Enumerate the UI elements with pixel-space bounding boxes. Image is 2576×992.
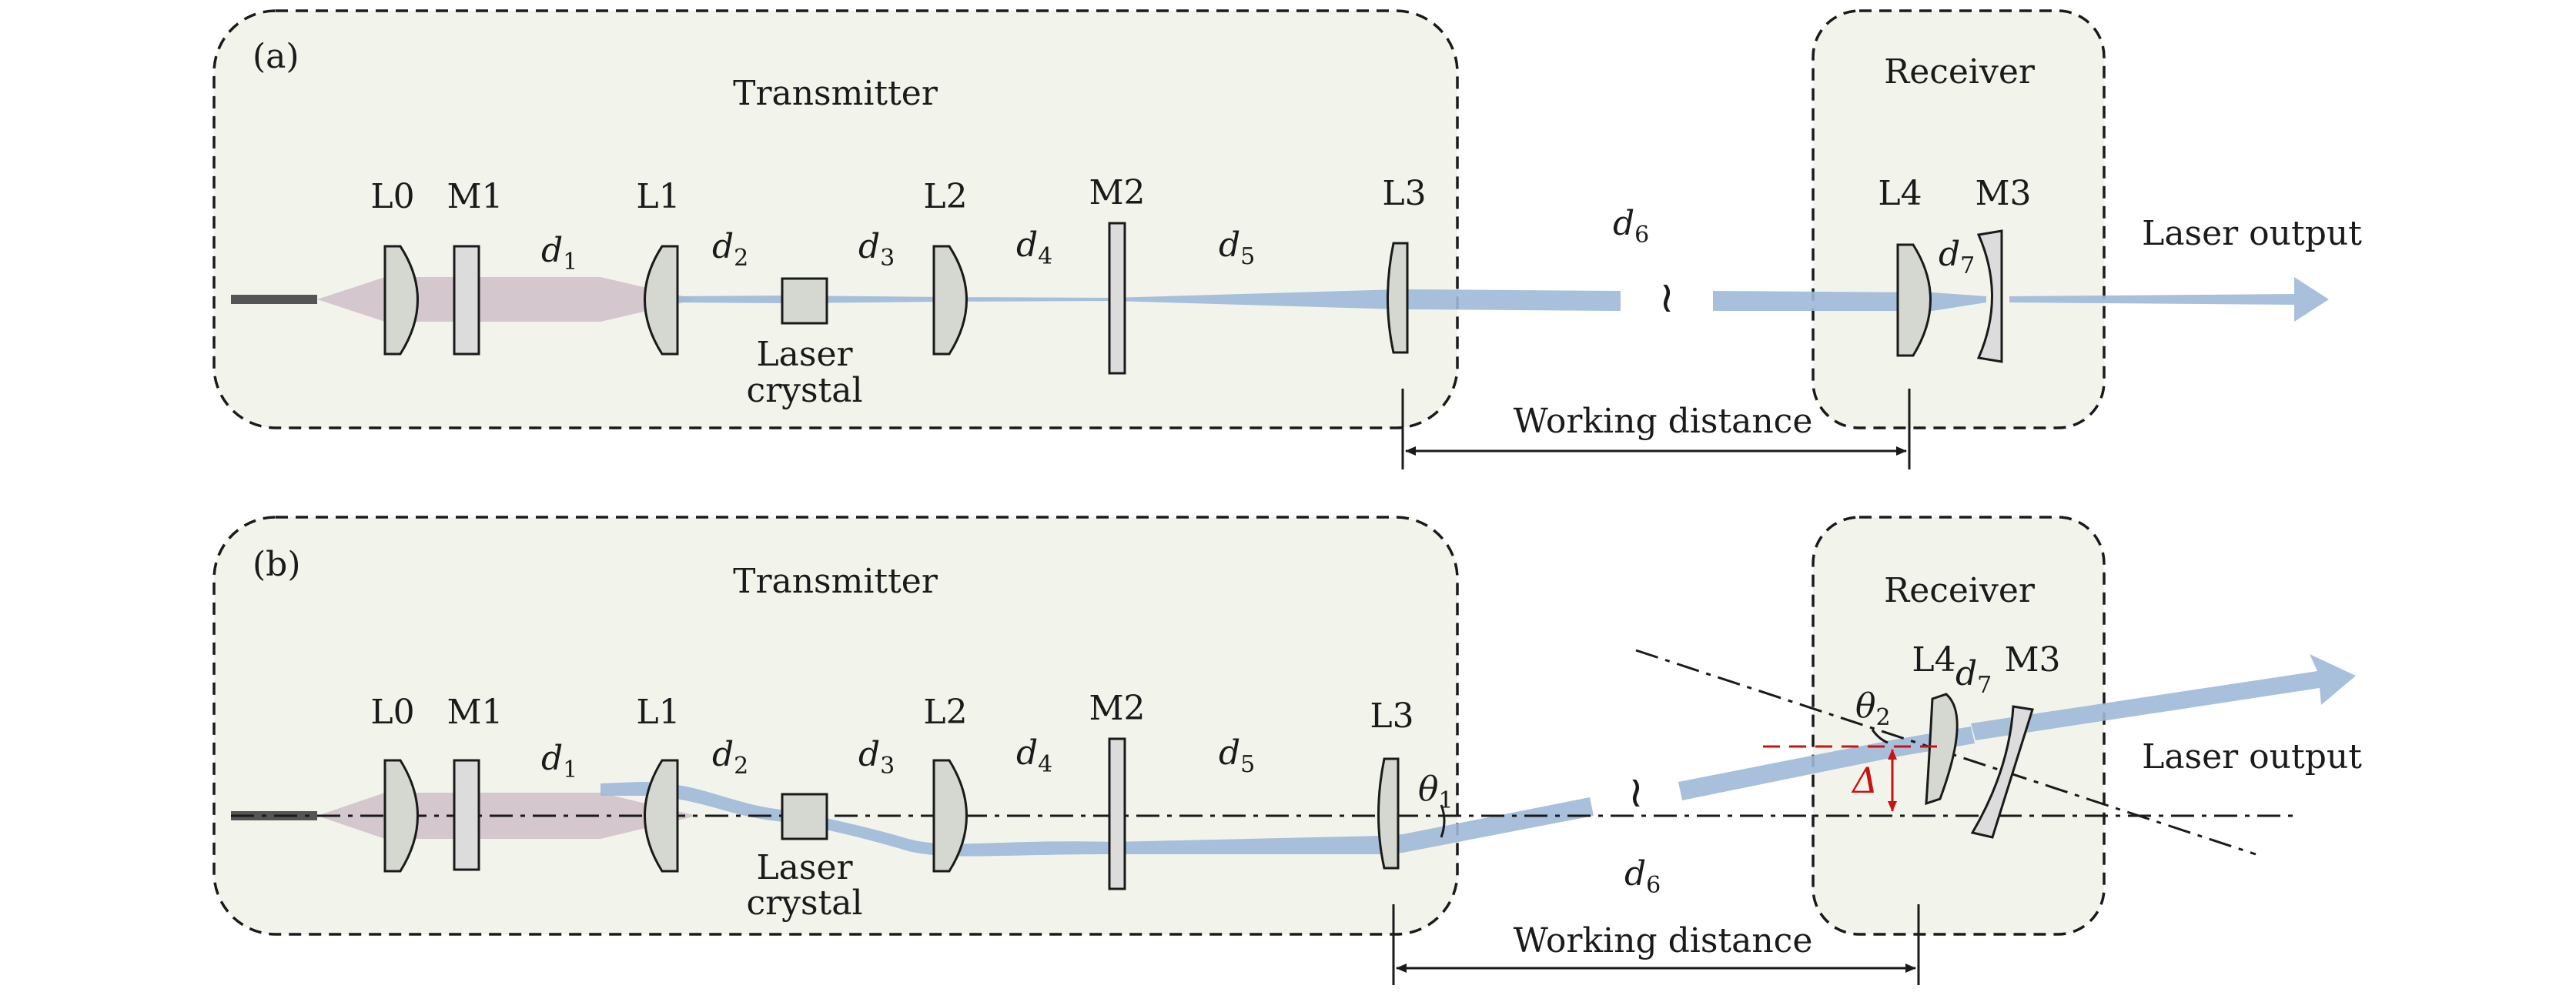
distance-d4-b: d4 [1016, 733, 1052, 778]
laser-beam-cavity-a [670, 289, 1409, 309]
label-l0-b: L0 [370, 693, 414, 732]
distance-d3-a: d3 [858, 227, 895, 272]
crystal-label-a-line1: Laser [756, 335, 853, 374]
lens-l2-b [932, 759, 968, 873]
theta2-arc [1871, 729, 1889, 744]
lens-l0-b [383, 759, 419, 873]
distance-d5-a: d5 [1219, 225, 1255, 270]
laser-beam-cavity-b [601, 781, 1403, 857]
panel-b: (b) Transmitter Receiver L0 M1 L1 Laser … [212, 516, 2362, 985]
label-l3-b: L3 [1370, 696, 1413, 736]
distance-break-a: ≀ [1659, 272, 1675, 322]
mirror-m3-a [1976, 229, 2003, 363]
theta2-label: θ2 [1855, 686, 1891, 731]
transmitter-title-b: Transmitter [733, 562, 938, 601]
laser-output-arrow-b [1971, 654, 2356, 740]
distance-d7-a: d7 [1939, 235, 1975, 279]
crystal-label-b-line2: crystal [746, 883, 862, 923]
label-m2-b: M2 [1089, 689, 1145, 728]
lens-l2-a [932, 245, 968, 356]
distance-d1-a: d1 [541, 231, 577, 276]
receiver-axis-b [1635, 649, 2257, 856]
distance-d6-a: d6 [1613, 204, 1649, 249]
receiver-box-b [1812, 516, 2106, 936]
laser-output-label-b: Laser output [2142, 737, 2362, 777]
laser-crystal-a [781, 277, 828, 325]
label-m1-b: M1 [447, 693, 503, 732]
receiver-title-b: Receiver [1884, 571, 2036, 610]
lens-l4-a [1896, 243, 1932, 357]
mirror-m3-b [1970, 705, 2034, 839]
lens-l1-a [644, 245, 679, 356]
pump-fiber-a [231, 295, 317, 304]
panel-a: (a) Transmitter Receiver L0 M1 L1 Laser … [212, 9, 2362, 469]
lens-l1-b [644, 759, 679, 873]
label-l0-a: L0 [370, 177, 414, 216]
laser-beam-free-space-a2 [1713, 291, 1986, 311]
laser-beam-free-space-a1 [1409, 289, 1621, 311]
working-distance-label-a: Working distance [1514, 402, 1813, 441]
laser-output-label-a: Laser output [2142, 214, 2362, 253]
distance-d7-b: d7 [1955, 654, 1992, 699]
mirror-m1-a [453, 245, 480, 356]
panel-tag-a: (a) [253, 37, 299, 76]
panel-tag-b: (b) [253, 545, 301, 584]
offset-delta-label: Δ [1851, 760, 1878, 801]
label-l3-a: L3 [1382, 174, 1426, 213]
label-l1-b: L1 [636, 693, 680, 732]
label-l2-a: L2 [923, 177, 967, 216]
label-l2-b: L2 [923, 693, 967, 732]
label-l1-a: L1 [636, 177, 680, 216]
lens-l0-a [383, 245, 419, 356]
lens-l3-b [1377, 757, 1400, 870]
laser-beam-free-space-b2 [1678, 740, 1894, 800]
mirror-m2-b [1108, 737, 1126, 890]
receiver-title-a: Receiver [1884, 52, 2036, 92]
label-m2-a: M2 [1089, 173, 1145, 212]
mirror-m1-b [453, 759, 480, 871]
lens-l4-b [1925, 693, 1959, 806]
distance-d1-b: d1 [541, 739, 577, 783]
theta1-label: θ1 [1418, 770, 1454, 814]
distance-break-b: ≀ [1628, 767, 1644, 817]
laser-crystal-b [781, 793, 828, 840]
distance-d6-b: d6 [1624, 854, 1661, 899]
working-distance-label-b: Working distance [1514, 921, 1813, 960]
crystal-label-b-line1: Laser [756, 848, 853, 887]
crystal-label-a-line2: crystal [746, 371, 862, 410]
distance-d2-b: d2 [712, 735, 748, 780]
laser-output-arrow-a [2009, 277, 2329, 322]
label-m3-a: M3 [1975, 174, 2031, 213]
distance-d4-a: d4 [1016, 225, 1052, 270]
label-l4-b: L4 [1912, 640, 1955, 680]
mirror-m2-a [1108, 222, 1126, 375]
lens-l3-a [1387, 242, 1409, 354]
distance-d2-a: d2 [712, 227, 748, 272]
label-l4-a: L4 [1878, 174, 1922, 213]
transmitter-title-a: Transmitter [733, 74, 938, 113]
label-m1-a: M1 [447, 177, 503, 216]
laser-beam-free-space-b1 [1403, 797, 1594, 853]
distance-d5-b: d5 [1219, 733, 1255, 778]
receiver-box-a [1812, 9, 2106, 429]
transmitter-box-a [212, 9, 1459, 429]
label-m3-b: M3 [2004, 640, 2060, 680]
distance-d3-b: d3 [858, 735, 895, 780]
theta1-arc [1440, 804, 1446, 838]
